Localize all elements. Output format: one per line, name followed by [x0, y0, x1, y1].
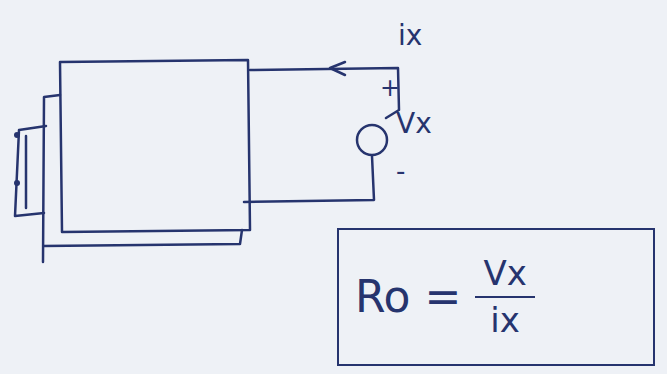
top-wire [250, 68, 399, 118]
terminal-dot [14, 132, 20, 138]
load-resistor [25, 136, 28, 208]
load-lead [15, 126, 46, 216]
terminal-dot [14, 180, 20, 186]
denominator: ix [490, 298, 520, 339]
voltage-source [357, 125, 387, 155]
box-edge [43, 95, 242, 262]
voltage-label: Vx [396, 110, 432, 138]
current-arrow [330, 62, 345, 75]
polarity-plus: + [380, 76, 400, 100]
polarity-minus: - [396, 158, 405, 184]
formula-lhs: Ro = [355, 273, 461, 321]
formula-box: Ro = Vxix [337, 228, 655, 366]
bottom-wire [244, 156, 374, 202]
current-label: ix [398, 22, 422, 50]
fraction: Vxix [475, 255, 534, 340]
amplifier-box [60, 60, 250, 232]
numerator: Vx [475, 255, 534, 298]
